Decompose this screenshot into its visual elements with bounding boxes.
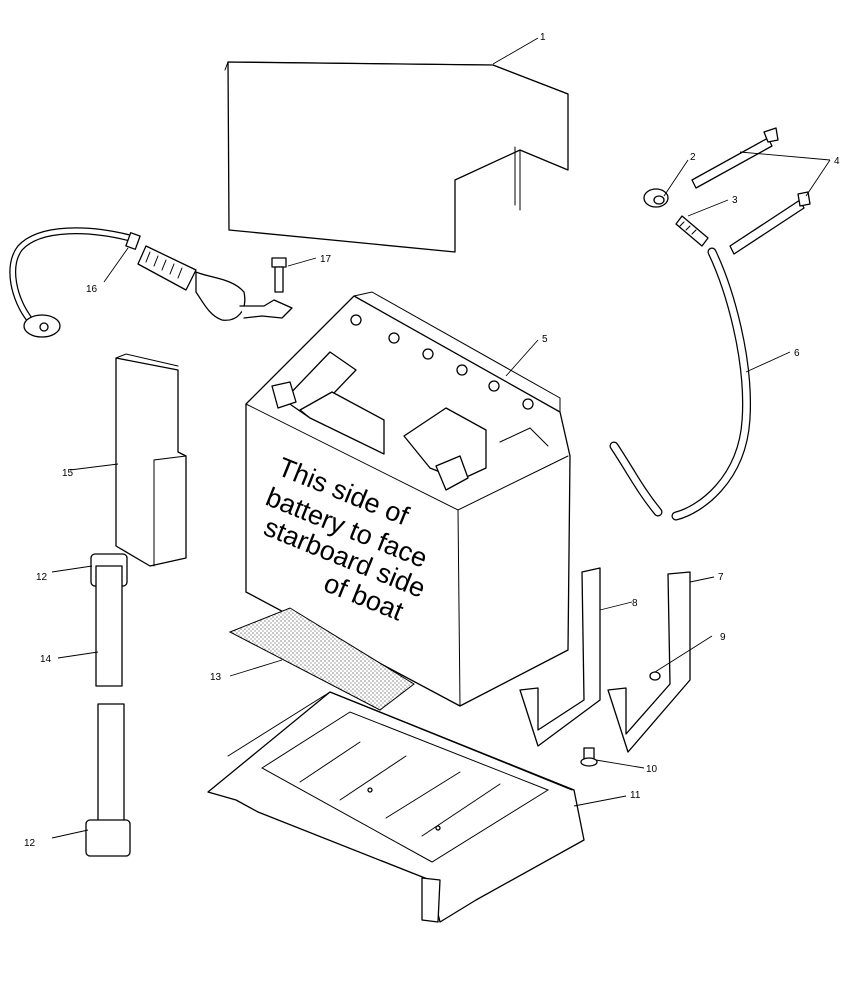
callout-17: 17 bbox=[320, 254, 332, 265]
callout-8: 8 bbox=[632, 598, 638, 609]
bracket-left bbox=[519, 567, 601, 747]
battery bbox=[245, 291, 571, 707]
screws bbox=[580, 671, 661, 767]
callout-1: 1 bbox=[540, 32, 546, 43]
callout-3: 3 bbox=[732, 195, 738, 206]
vent-hose bbox=[609, 247, 751, 521]
callout-12-bottom: 12 bbox=[24, 838, 36, 849]
callout-16: 16 bbox=[86, 284, 98, 295]
battery-cover bbox=[224, 61, 569, 253]
leader-lines bbox=[51, 37, 831, 839]
pad bbox=[228, 607, 415, 711]
strap-assembly bbox=[85, 553, 131, 857]
battery-tray bbox=[207, 691, 585, 923]
callout-labels: 1 2 3 4 5 6 7 8 9 10 11 12 14 15 12 13 1… bbox=[24, 32, 840, 849]
foam-block bbox=[115, 353, 187, 567]
callout-12-top: 12 bbox=[36, 572, 48, 583]
bolt bbox=[271, 257, 287, 293]
callout-6: 6 bbox=[794, 348, 800, 359]
battery-cable bbox=[9, 227, 293, 338]
callout-7: 7 bbox=[718, 572, 724, 583]
callout-13: 13 bbox=[210, 672, 222, 683]
callout-5: 5 bbox=[542, 334, 548, 345]
vent-fittings bbox=[643, 127, 811, 255]
callout-4: 4 bbox=[834, 156, 840, 167]
callout-9: 9 bbox=[720, 632, 726, 643]
bracket-right bbox=[607, 571, 691, 753]
callout-11: 11 bbox=[630, 790, 641, 801]
callout-15: 15 bbox=[62, 468, 74, 479]
callout-14: 14 bbox=[40, 654, 52, 665]
callout-2: 2 bbox=[690, 152, 696, 163]
callout-10: 10 bbox=[646, 764, 658, 775]
